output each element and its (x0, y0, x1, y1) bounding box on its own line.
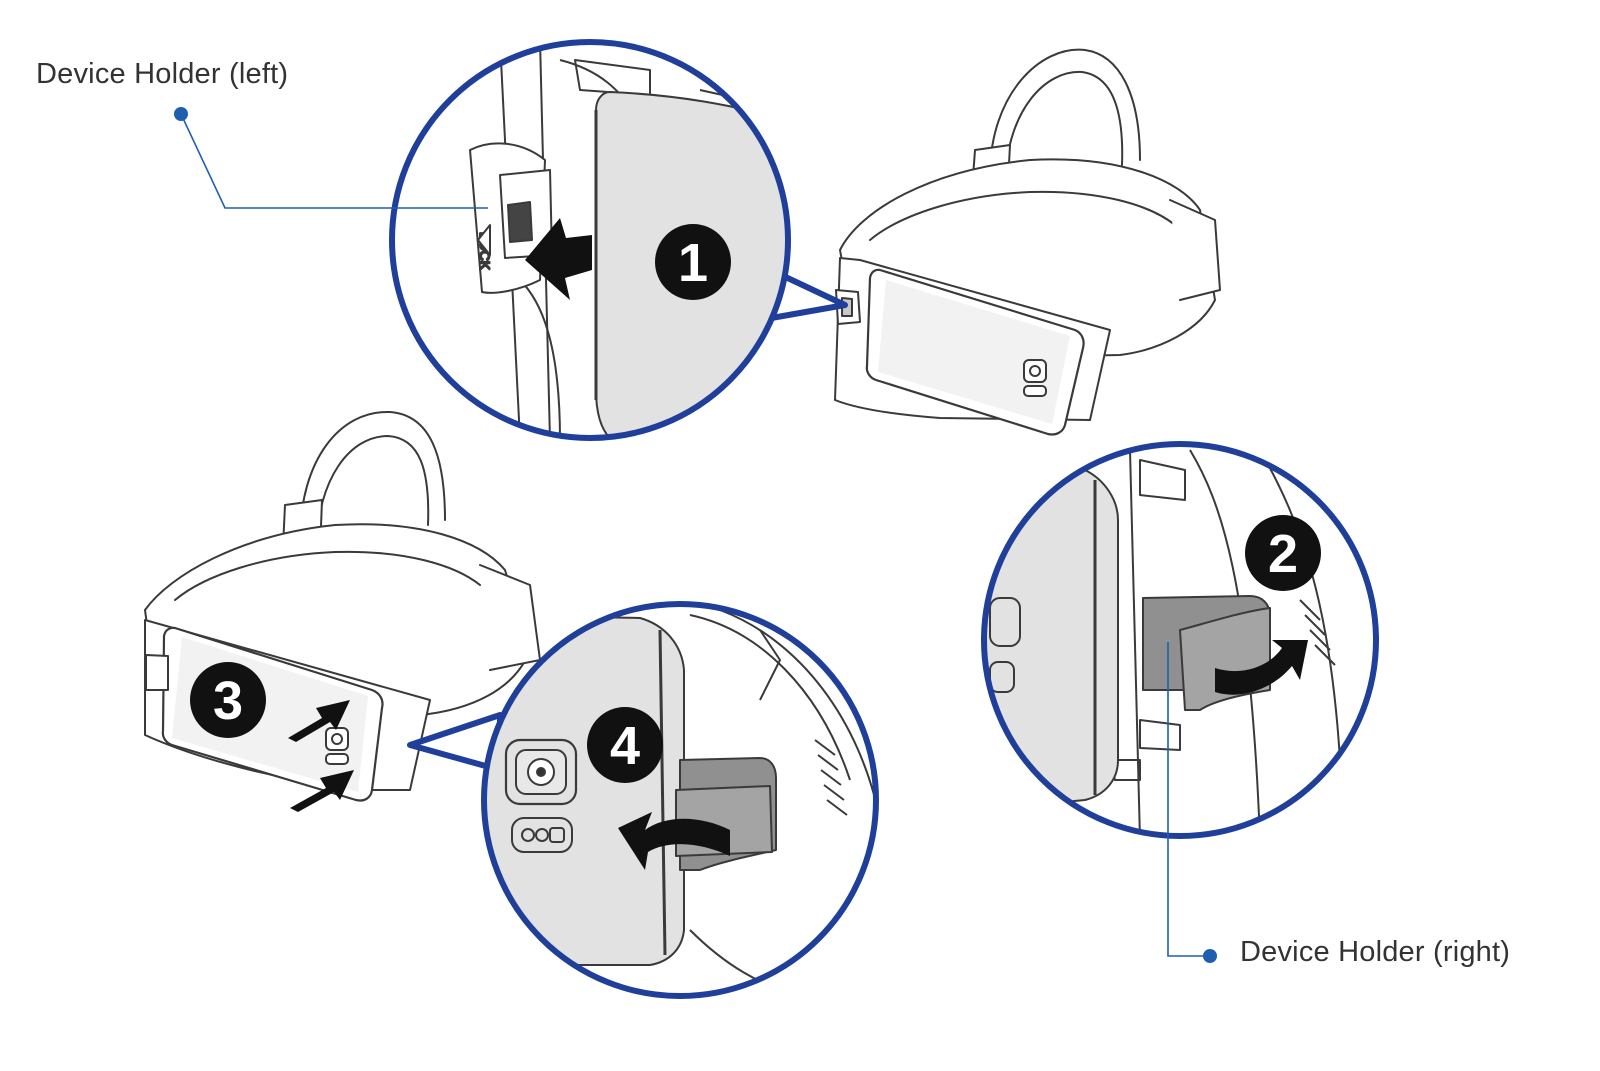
step-badge-1 (655, 224, 731, 300)
step-badge-2 (1245, 515, 1321, 591)
step-number-4: 4 (610, 716, 640, 776)
push-arrows (288, 700, 354, 812)
step-number-3: 3 (213, 671, 243, 731)
leader-line-left (174, 107, 488, 209)
zoom-circle-step-1: LOCK 1 (389, 39, 848, 441)
callout-device-holder-right: Device Holder (right) (1240, 936, 1511, 968)
headset-top-right (834, 48, 1221, 436)
zoom-circle-step-2: 2 (981, 441, 1379, 839)
step-number-2: 2 (1268, 524, 1298, 584)
step-number-1: 1 (678, 233, 708, 293)
callout-device-holder-left: Device Holder (left) (36, 58, 289, 90)
zoom-circle-step-4: 4 (407, 601, 879, 999)
step-badge-3 (190, 662, 266, 738)
leader-line-right (1167, 642, 1217, 963)
step-badge-4 (587, 707, 663, 783)
